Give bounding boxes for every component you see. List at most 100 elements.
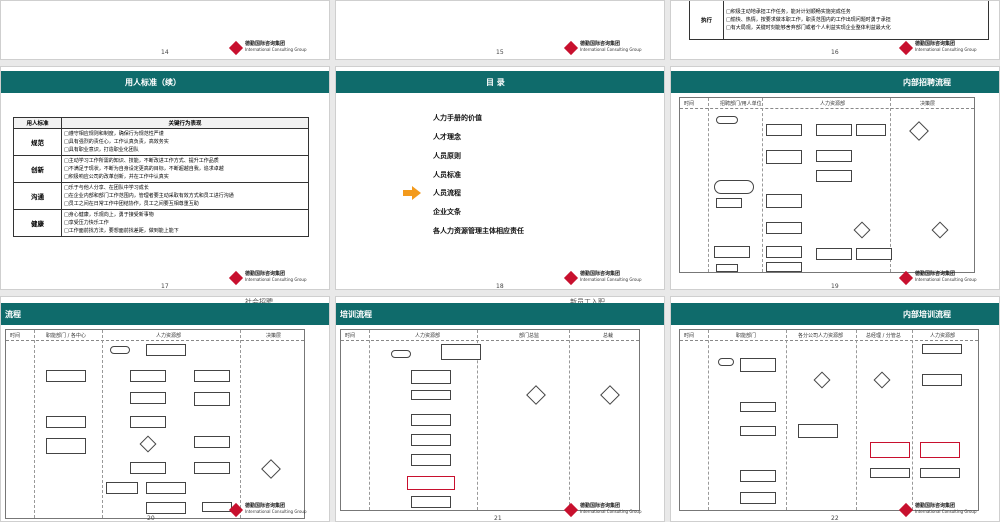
flow-end	[716, 264, 738, 272]
slide-16[interactable]: 执行 □积极主动地承担工作任务，能对计划顺畅实施完成任务 □愉快、热情，按要求做…	[670, 0, 1000, 60]
slide-title: 流程	[5, 310, 21, 319]
lane-divider	[708, 98, 709, 272]
flow-step	[411, 390, 451, 400]
flow-step	[766, 124, 802, 136]
behavior-line: □积极主动地承担工作任务，能对计划顺畅实施完成任务	[726, 8, 851, 15]
toc-item[interactable]: 人力手册的价值	[433, 114, 482, 122]
slide-title: 目 录	[486, 78, 505, 87]
behavior-line: □愉快、热情，按要求做本职工作，职责范围内的工作出现问题时勇于承担	[726, 16, 891, 23]
flow-step	[766, 194, 802, 208]
page-number: 22	[831, 515, 839, 522]
table-header: 关键行为表现	[61, 117, 309, 129]
logo-diamond-icon	[898, 270, 914, 286]
flow-step	[766, 246, 802, 258]
flow-step	[766, 222, 802, 234]
slide-header: 培训流程	[336, 303, 664, 325]
toc-item[interactable]: 人才理念	[433, 133, 461, 141]
flow-step	[194, 370, 230, 382]
flow-step	[816, 170, 852, 182]
flow-step	[146, 502, 186, 514]
flow-step	[740, 470, 776, 482]
lane-header: 职能部门	[736, 333, 757, 339]
logo-diamond-icon	[228, 502, 244, 518]
flow-step	[146, 344, 186, 356]
page-number: 19	[831, 283, 839, 290]
toc-item[interactable]: 企业文条	[433, 208, 461, 216]
page-number: 14	[161, 49, 169, 56]
lane-header: 时间	[345, 333, 356, 339]
lane-divider	[680, 108, 974, 109]
page-number: 20	[147, 515, 155, 522]
flow-step-highlight	[407, 476, 455, 490]
flow-step	[411, 434, 451, 446]
slide-19[interactable]: 内部招聘流程 时间 招聘部门/用人单位 人力资源部 决策层 19 德勤国际咨询集…	[670, 66, 1000, 290]
flow-step	[716, 198, 742, 208]
toc-item[interactable]: 人员标准	[433, 171, 461, 179]
flow-step	[130, 370, 166, 382]
flow-step	[130, 392, 166, 404]
page-number: 21	[494, 515, 502, 522]
row-label: 执行	[689, 1, 724, 40]
slide-18[interactable]: 目 录 人力手册的价值 人才理念 人员原则 人员标准 人员流程 企业文条 各人力…	[335, 66, 665, 290]
lane-divider	[569, 330, 570, 510]
flow-decision	[139, 435, 157, 453]
behavior-table: 执行 □积极主动地承担工作任务，能对计划顺畅实施完成任务 □愉快、热情，按要求做…	[689, 1, 989, 40]
flowchart: 时间 招聘部门/用人单位 人力资源部 决策层	[679, 97, 975, 273]
flow-decision	[526, 385, 546, 405]
flow-decision	[909, 121, 929, 141]
slide-17[interactable]: 用人标准（续） 用人标准 关键行为表现 规范 □遵守相应规则和制度，确保行为规范…	[0, 66, 330, 290]
logo-diamond-icon	[898, 40, 914, 56]
page-number: 17	[161, 283, 169, 290]
lane-header: 总经理 / 分管总	[866, 333, 901, 339]
standards-table: 用人标准 关键行为表现 规范 □遵守相应规则和制度，确保行为规范性严谨□具有强烈…	[13, 117, 309, 237]
lane-header: 人力资源部	[930, 333, 956, 339]
current-arrow-shaft	[403, 190, 413, 196]
flow-step	[766, 262, 802, 272]
lane-divider	[890, 98, 891, 272]
flow-start	[718, 358, 734, 366]
table-row: 沟通 □乐于与他人分享、在团队中学习成长□在企业内部和部门工作范围内，管理者要主…	[13, 182, 309, 210]
flow-step	[130, 416, 166, 428]
logo-diamond-icon	[563, 40, 579, 56]
slide-header: 内部培训流程	[671, 303, 999, 325]
toc-item-active[interactable]: 人员流程	[433, 189, 461, 197]
flow-step	[816, 124, 852, 136]
page-number: 16	[831, 49, 839, 56]
lane-divider	[34, 330, 35, 518]
flow-decision	[813, 371, 831, 389]
flow-step	[194, 392, 230, 406]
flow-step	[194, 462, 230, 474]
lane-divider	[477, 330, 478, 510]
flow-step	[411, 414, 451, 426]
flowchart: 时间 人力资源部 部门总监 总裁	[340, 329, 640, 511]
flow-step	[922, 374, 962, 386]
behavior-line: □有大局观，关键时刻能够舍弃部门或者个人利益实现企业整体利益最大化	[726, 24, 891, 31]
flow-step	[740, 358, 776, 372]
table-row: 创新 □主动学习工作所需的知识、技能，不断改进工作方式、提升工作品质□不满足于现…	[13, 155, 309, 183]
flow-step	[130, 462, 166, 474]
slide-20[interactable]: 社会招聘 流程 时间 职能部门 / 各中心 人力资源部 决策层 20 德勤国际咨…	[0, 296, 330, 522]
slide-header: 用人标准（续）	[1, 71, 329, 93]
lane-header: 人力资源部	[415, 333, 441, 339]
flowchart: 时间 职能部门 / 各中心 人力资源部 决策层	[5, 329, 305, 519]
lane-divider	[786, 330, 787, 510]
flow-step	[46, 438, 86, 454]
flow-start	[716, 116, 738, 124]
lane-divider	[856, 330, 857, 510]
slide-22[interactable]: 内部培训流程 时间 职能部门 各分公司人力资源部 总经理 / 分管总 人力资源部…	[670, 296, 1000, 522]
flow-start	[391, 350, 411, 358]
toc-item[interactable]: 人员原则	[433, 152, 461, 160]
flow-step	[106, 482, 138, 494]
flow-step	[816, 150, 852, 162]
lane-header: 招聘部门/用人单位	[720, 101, 762, 107]
toc-item[interactable]: 各人力资源管理主体相应责任	[433, 227, 524, 235]
